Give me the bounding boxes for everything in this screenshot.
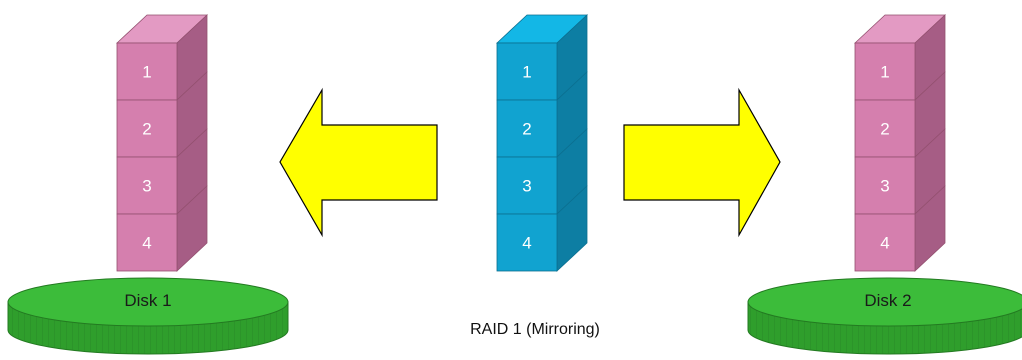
disk-2: Disk 2 bbox=[747, 277, 1022, 355]
disk-2-block-number: 3 bbox=[880, 177, 889, 196]
disk-1-block-face bbox=[116, 99, 178, 158]
source-block-4: 4 bbox=[496, 185, 588, 272]
disk-2-block-number: 2 bbox=[880, 120, 889, 139]
disk-1-block-stack: 1 2 3 4 bbox=[115, 14, 209, 272]
source-block-number: 2 bbox=[522, 120, 531, 139]
disk-2-block-number: 4 bbox=[880, 234, 889, 253]
disk-2-block-number: 1 bbox=[880, 63, 889, 82]
disk-1-block-number: 2 bbox=[142, 120, 151, 139]
disk-2-label: Disk 2 bbox=[864, 291, 911, 310]
source-block-number: 3 bbox=[522, 177, 531, 196]
disk-2-block-3: 3 bbox=[854, 128, 946, 215]
source-block-face bbox=[496, 213, 558, 272]
disk-1-block-number: 1 bbox=[142, 63, 151, 82]
disk-1-top bbox=[7, 277, 289, 327]
diagram-caption: RAID 1 (Mirroring) bbox=[470, 321, 600, 338]
disk-1-block-2: 2 bbox=[116, 71, 208, 158]
disk-1: Disk 1 bbox=[7, 277, 289, 355]
disk-1-block-face bbox=[116, 156, 178, 215]
copy-arrow-right bbox=[623, 87, 781, 238]
source-block-number: 4 bbox=[522, 234, 531, 253]
disk-1-block-number: 4 bbox=[142, 234, 151, 253]
disk-2-block-4: 4 bbox=[854, 185, 946, 272]
source-block-number: 1 bbox=[522, 63, 531, 82]
source-block-face bbox=[496, 42, 558, 101]
disk-1-block-face bbox=[116, 213, 178, 272]
disk-1-block-face bbox=[116, 42, 178, 101]
disk-2-block-face bbox=[854, 213, 916, 272]
source-block-2: 2 bbox=[496, 71, 588, 158]
disk-2-top bbox=[747, 277, 1022, 327]
copy-arrow-left bbox=[279, 87, 438, 238]
disk-1-block-4: 4 bbox=[116, 185, 208, 272]
source-block-stack: 1 2 3 4 bbox=[495, 14, 589, 272]
disk-2-block-face bbox=[854, 42, 916, 101]
disk-1-label: Disk 1 bbox=[124, 291, 171, 310]
source-block-face bbox=[496, 99, 558, 158]
disk-2-block-face bbox=[854, 156, 916, 215]
source-block-face bbox=[496, 156, 558, 215]
disk-1-block-number: 3 bbox=[142, 177, 151, 196]
disk-2-block-stack: 1 2 3 4 bbox=[853, 14, 947, 272]
